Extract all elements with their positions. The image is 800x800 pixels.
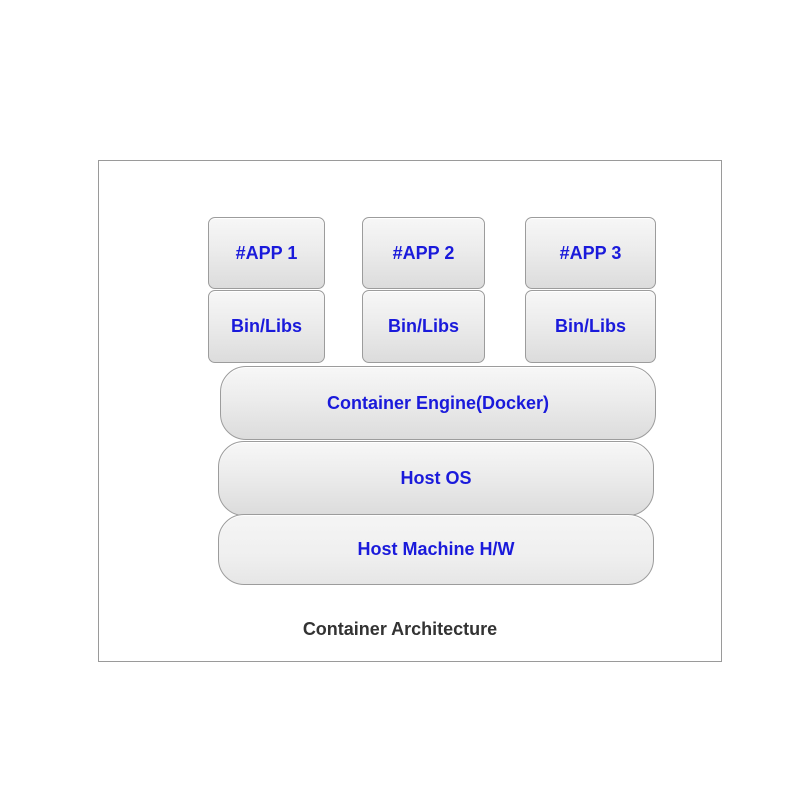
app-3-box: #APP 3	[525, 217, 656, 289]
host-hardware-layer: Host Machine H/W	[218, 514, 654, 585]
bin-libs-3-box: Bin/Libs	[525, 290, 656, 363]
app-1-box: #APP 1	[208, 217, 325, 289]
bin-libs-2-label: Bin/Libs	[388, 316, 459, 336]
app-1-label: #APP 1	[235, 242, 298, 263]
bin-libs-1-box: Bin/Libs	[208, 290, 325, 363]
bin-libs-2-box: Bin/Libs	[362, 290, 485, 363]
bin-libs-1-label: Bin/Libs	[231, 316, 302, 336]
host-os-label: Host OS	[400, 468, 472, 488]
app-2-label: #APP 2	[392, 242, 455, 263]
host-os-layer: Host OS	[218, 441, 654, 516]
container-engine-layer: Container Engine(Docker)	[220, 366, 656, 440]
app-3-label: #APP 3	[559, 242, 622, 263]
diagram-caption: Container Architecture	[302, 619, 498, 639]
app-2-box: #APP 2	[362, 217, 485, 289]
host-hardware-label: Host Machine H/W	[357, 539, 515, 559]
container-engine-label: Container Engine(Docker)	[326, 392, 550, 413]
bin-libs-3-label: Bin/Libs	[555, 316, 626, 336]
